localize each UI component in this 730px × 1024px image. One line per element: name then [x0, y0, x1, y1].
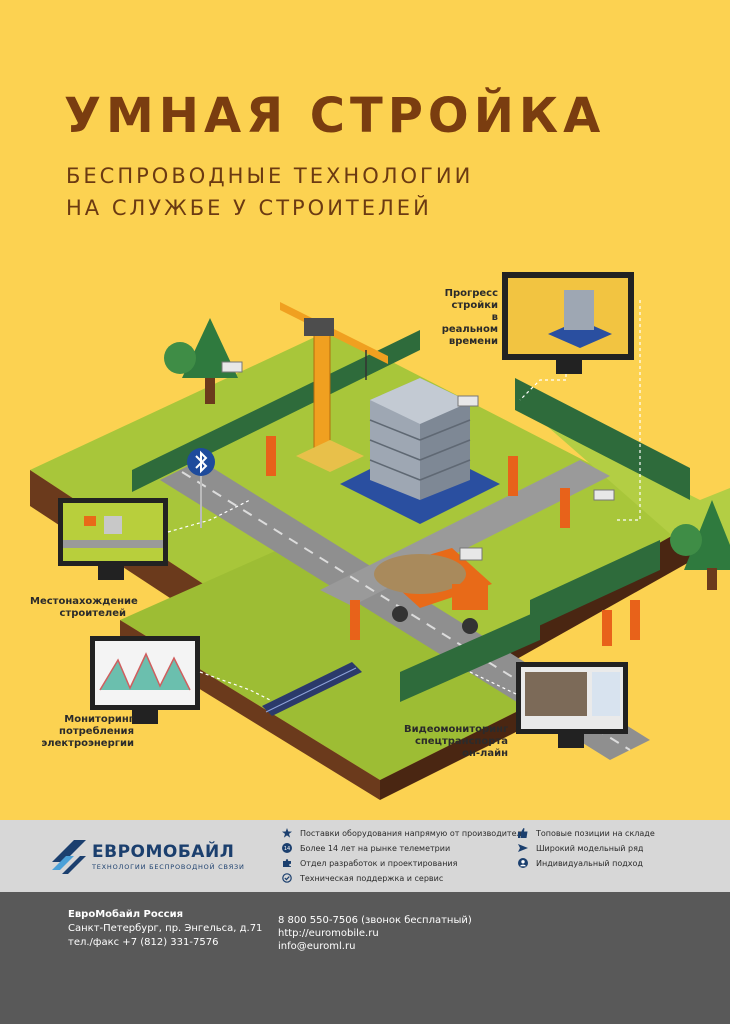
feature-item: 14 Более 14 лет на рынке телеметрии: [282, 843, 451, 853]
poster-area: УМНАЯ СТРОЙКА БЕСПРОВОДНЫЕ ТЕХНОЛОГИИ НА…: [0, 0, 730, 820]
thumbs-up-icon: [518, 828, 528, 838]
poster-title: УМНАЯ СТРОЙКА: [64, 88, 606, 144]
feature-item: Отдел разработок и проектирования: [282, 858, 457, 868]
check-circle-icon: [282, 873, 292, 883]
subtitle-line-1: БЕСПРОВОДНЫЕ ТЕХНОЛОГИИ: [66, 164, 474, 188]
company-phone-fax: тел./факс +7 (812) 331-7576: [68, 937, 219, 948]
footer-contacts-block: 8 800 550-7506 (звонок бесплатный) http:…: [278, 914, 472, 953]
feature-item: Техническая поддержка и сервис: [282, 873, 443, 883]
cement-truck: [374, 548, 492, 634]
poster-subtitle: БЕСПРОВОДНЫЕ ТЕХНОЛОГИИ НА СЛУЖБЕ У СТРО…: [66, 160, 473, 224]
send-icon: [518, 844, 528, 852]
feature-item: Широкий модельный ряд: [518, 843, 643, 853]
features-strip: ЕВРОМОБАЙЛ ТЕХНОЛОГИИ БЕСПРОВОДНОЙ СВЯЗИ…: [0, 820, 730, 892]
brand-mark-icon: [52, 840, 86, 874]
monitor-progress: [502, 272, 634, 374]
company-name: ЕвроМобайл Россия: [68, 909, 184, 920]
fourteen-badge-icon: 14: [282, 843, 292, 853]
building-under-construction: [340, 378, 500, 524]
feature-item: Топовые позиции на складе: [518, 828, 655, 838]
monitor-video: [516, 662, 628, 748]
callout-video: Видеомониторинг спецтранспорта он-лайн: [404, 724, 509, 759]
footer-address-block: ЕвроМобайл Россия Санкт-Петербург, пр. Э…: [68, 908, 262, 950]
star-icon: [282, 828, 292, 838]
subtitle-line-2: НА СЛУЖБЕ У СТРОИТЕЛЕЙ: [66, 196, 432, 220]
user-circle-icon: [518, 858, 528, 868]
workers: [266, 436, 640, 646]
callout-location: Местонахождение строителей: [30, 596, 138, 619]
construction-site-illustration: [30, 272, 730, 800]
bluetooth-marker-icon: [187, 448, 215, 528]
tower-crane: [280, 302, 388, 472]
monitor-location: [58, 498, 168, 580]
badge-number: 14: [284, 846, 290, 852]
monitor-energy: [90, 636, 200, 724]
feature-item: Индивидуальный подход: [518, 858, 643, 868]
brand-tagline: ТЕХНОЛОГИИ БЕСПРОВОДНОЙ СВЯЗИ: [92, 863, 245, 871]
callout-energy: Мониторинг потребления электроэнергии: [41, 714, 134, 749]
email-link[interactable]: info@euroml.ru: [278, 941, 356, 952]
website-link[interactable]: http://euromobile.ru: [278, 928, 379, 939]
callout-progress: Прогресс стройки в реальном времени: [441, 288, 498, 347]
company-address: Санкт-Петербург, пр. Энгельса, д.71: [68, 923, 263, 934]
toll-free-phone: 8 800 550-7506 (звонок бесплатный): [278, 915, 472, 926]
connector-lines: [167, 300, 641, 701]
solar-panels: [262, 662, 362, 716]
brand-name: ЕВРОМОБАЙЛ: [92, 842, 235, 862]
feature-item: Поставки оборудования напрямую от произв…: [282, 828, 526, 838]
contact-footer: ЕвроМобайл Россия Санкт-Петербург, пр. Э…: [0, 892, 730, 1024]
brand-logo: ЕВРОМОБАЙЛ ТЕХНОЛОГИИ БЕСПРОВОДНОЙ СВЯЗИ: [52, 838, 252, 878]
puzzle-icon: [283, 859, 291, 867]
camera-icons: [221, 361, 615, 561]
